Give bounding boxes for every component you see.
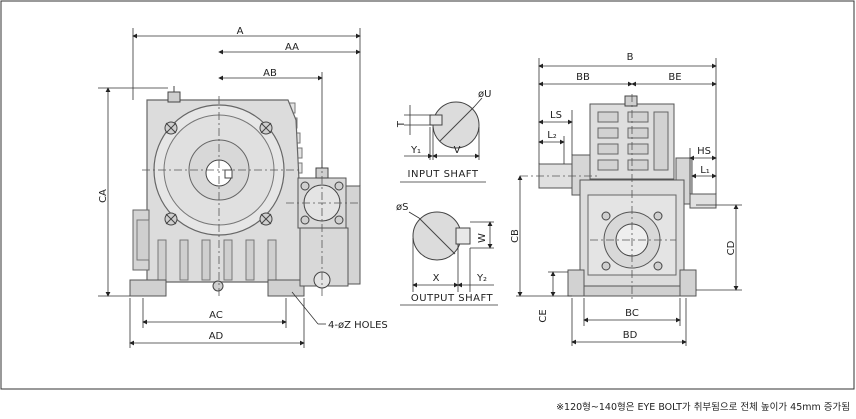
dim-S-label: øS xyxy=(396,202,408,213)
dim-Y2-label: Y₂ xyxy=(476,273,487,284)
drawing-border xyxy=(0,0,855,390)
dim-A-label: A xyxy=(237,26,244,37)
output-shaft-title: OUTPUT SHAFT xyxy=(411,293,494,304)
side-view xyxy=(516,58,742,346)
dim-CA-label: CA xyxy=(98,189,109,203)
input-shaft-detail xyxy=(400,97,486,183)
output-shaft-detail xyxy=(400,211,498,306)
front-view xyxy=(98,28,361,348)
dim-X-label: X xyxy=(433,273,440,284)
dim-V-label: V xyxy=(454,145,461,156)
dim-CD-label: CD xyxy=(726,240,737,255)
dim-U-label: øU xyxy=(478,89,491,100)
dim-B-label: B xyxy=(627,52,634,63)
dim-CB-label: CB xyxy=(510,229,521,243)
dim-L1-label: L₁ xyxy=(700,165,710,176)
dim-AC-label: AC xyxy=(209,310,223,321)
footnote: ※120형~140형은 EYE BOLT가 취부됨으로 전체 높이가 45mm … xyxy=(556,402,850,413)
dim-CE-label: CE xyxy=(538,309,549,322)
dim-W-label: W xyxy=(477,233,488,243)
dim-BE-label: BE xyxy=(668,72,681,83)
dim-AB-label: AB xyxy=(263,68,277,79)
dim-AD-label: AD xyxy=(209,331,224,342)
input-shaft-title: INPUT SHAFT xyxy=(408,169,479,180)
dim-BC-label: BC xyxy=(625,308,639,319)
dim-AA-label: AA xyxy=(285,42,299,53)
dim-BD-label: BD xyxy=(623,330,638,341)
holes-label: 4-øZ HOLES xyxy=(328,320,388,331)
dim-L2-label: L₂ xyxy=(547,130,557,141)
dim-HS-label: HS xyxy=(697,146,711,157)
dim-LS-label: LS xyxy=(550,110,562,121)
dim-BB-label: BB xyxy=(576,72,590,83)
dim-T-label: T xyxy=(396,120,407,128)
dim-Y1-label: Y₁ xyxy=(410,145,421,156)
